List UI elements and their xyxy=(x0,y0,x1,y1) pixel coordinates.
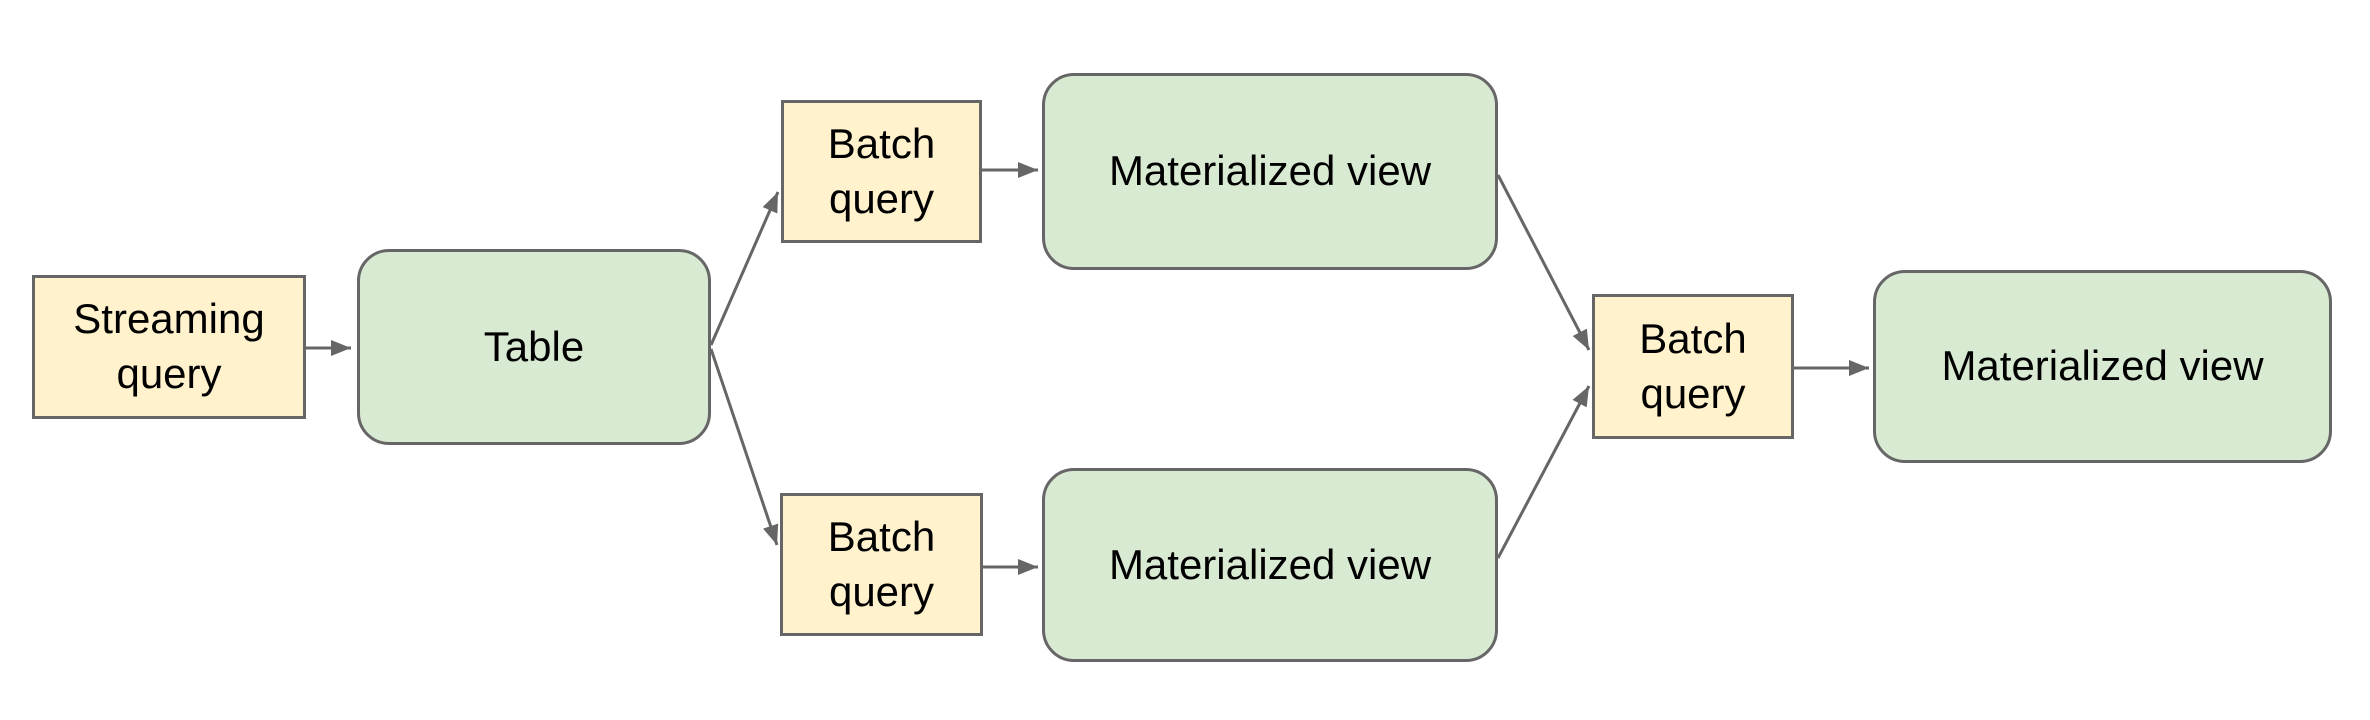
node-batch-query-top: Batch query xyxy=(781,100,982,243)
node-batch-query-merge-label: Batch query xyxy=(1639,314,1747,417)
node-materialized-view-bottom-label: Materialized view xyxy=(1108,540,1432,588)
node-materialized-view-top-label: Materialized view xyxy=(1108,147,1432,195)
node-batch-query-merge: Batch query xyxy=(1592,294,1794,439)
node-streaming-query-label: Streaming query xyxy=(73,295,265,397)
node-batch-query-bottom-label: Batch query xyxy=(827,512,936,615)
node-materialized-view-final: Materialized view xyxy=(1873,270,2332,463)
node-batch-query-top-label: Batch query xyxy=(827,119,936,222)
node-materialized-view-final-label: Materialized view xyxy=(1941,342,2264,390)
node-materialized-view-top: Materialized view xyxy=(1042,73,1498,270)
edge-materialized-view-top-to-batch-query-merge xyxy=(1496,174,1591,351)
edge-materialized-view-bottom-to-batch-query-merge xyxy=(1496,385,1591,559)
node-batch-query-bottom: Batch query xyxy=(780,493,983,636)
node-streaming-query: Streaming query xyxy=(32,275,306,419)
node-materialized-view-bottom: Materialized view xyxy=(1042,468,1498,662)
node-table: Table xyxy=(357,249,711,445)
edge-table-to-batch-query-bottom xyxy=(709,348,779,546)
edge-table-to-batch-query-top xyxy=(709,191,780,346)
node-table-label: Table xyxy=(483,322,585,370)
